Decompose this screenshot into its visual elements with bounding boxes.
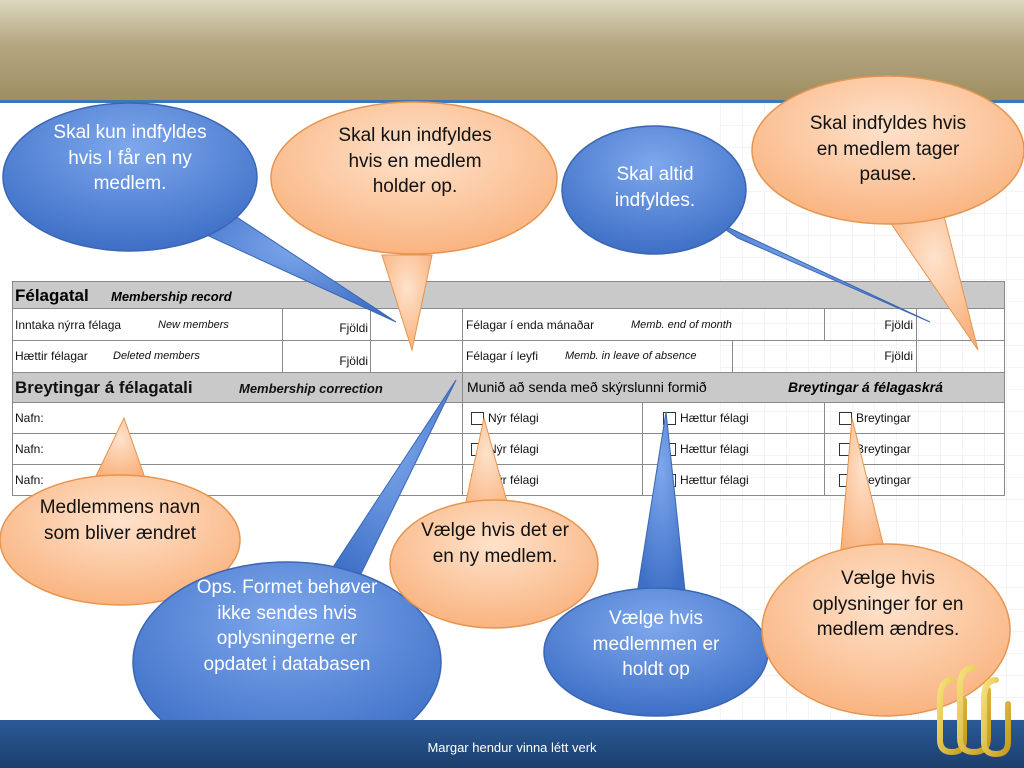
callout-choose-new — [389, 417, 599, 629]
stopped-member-option-label: Hættur félagi — [680, 442, 749, 456]
new-members-label-cell: Inntaka nýrra félaga New members — [13, 309, 283, 340]
row-deleted-members: Hættir félagar Deleted members Fjöldi Fé… — [12, 341, 1005, 373]
footer-text: Margar hendur vinna létt verk — [427, 740, 597, 755]
deleted-members-count-label-cell: Fjöldi — [283, 341, 371, 372]
callout-choose-changed-text: Vælge hvis oplysninger for en medlem ænd… — [812, 568, 964, 641]
new-members-italic: New members — [158, 319, 229, 331]
footer-band — [0, 720, 1024, 768]
leave-italic: Memb. in leave of absence — [565, 350, 697, 362]
name-field[interactable]: Nafn: — [13, 403, 463, 433]
callout-choose-new-text: Vælge hvis det er en ny medlem. — [421, 520, 569, 567]
callout-new-member — [2, 102, 397, 323]
callout-member-name-text: Medlemmens navn som bliver ændret — [39, 497, 201, 544]
deleted-members-count-field[interactable] — [371, 341, 463, 372]
callout-member-name — [0, 416, 241, 606]
changes-option-label: Breytingar — [856, 442, 911, 456]
stopped-member-option-label: Hættur félagi — [680, 411, 749, 425]
new-members-count-label: Fjöldi — [339, 321, 368, 335]
end-month-label: Félagar í enda mánaðar — [466, 318, 595, 332]
changes-option-label: Breytingar — [856, 411, 911, 425]
callout-member-pause-text: Skal indfyldes hvis en medlem tager paus… — [809, 113, 967, 186]
section2-note-form-name: Breytingar á félagaskrá — [788, 379, 943, 395]
deleted-members-italic: Deleted members — [113, 350, 200, 362]
section-membership-correction: Breytingar á félagatali Membership corre… — [12, 373, 1005, 403]
callout-new-member-text: Skal kun indfyldes hvis I får en ny medl… — [53, 122, 207, 195]
deleted-members-label: Hættir félagar — [15, 349, 88, 363]
callout-always-fill-text: Skal altid indfyldes. — [614, 164, 696, 211]
end-month-count-label: Fjöldi — [884, 318, 913, 332]
end-month-label-cell: Félagar í enda mánaðar Memb. end of mont… — [463, 309, 825, 340]
stopped-member-option-label: Hættur félagi — [680, 473, 749, 487]
name-field[interactable]: Nafn: — [13, 465, 463, 495]
changes-option[interactable]: Breytingar — [825, 434, 1004, 464]
end-month-italic: Memb. end of month — [631, 319, 732, 331]
section2-title-cell: Breytingar á félagatali Membership corre… — [13, 373, 463, 402]
new-member-option[interactable]: Nýr félagi — [463, 403, 643, 433]
section2-note: Munið að senda með skýrslunni formið — [467, 379, 707, 395]
leave-count-label: Fjöldi — [884, 349, 913, 363]
callout-member-stops-text: Skal kun indfyldes hvis en medlem holder… — [338, 125, 492, 198]
leave-label-cell: Félagar í leyfi Memb. in leave of absenc… — [463, 341, 733, 372]
section1-title: Félagatal — [15, 286, 89, 305]
new-member-option-label: Nýr félagi — [488, 411, 539, 425]
name-label: Nafn: — [15, 411, 44, 425]
changes-option[interactable]: Breytingar — [825, 403, 1004, 433]
name-label: Nafn: — [15, 473, 44, 487]
header-divider — [0, 100, 1024, 103]
membership-form: Félagatal Membership record Inntaka nýrr… — [12, 281, 1005, 496]
leave-label: Félagar í leyfi — [466, 349, 539, 363]
name-label: Nafn: — [15, 442, 44, 456]
new-member-option-label: Nýr félagi — [488, 442, 539, 456]
paperclip-icon — [937, 665, 1011, 758]
callout-ops-note-text: Ops. Formet behøver ikke sendes hvis opl… — [196, 577, 378, 675]
changes-option-label: Breytingar — [856, 473, 911, 487]
new-members-label: Inntaka nýrra félaga — [15, 318, 122, 332]
end-month-count-label-cell: Fjöldi — [825, 309, 917, 340]
callout-member-stops — [270, 101, 558, 352]
section2-title: Breytingar á félagatali — [15, 378, 193, 397]
row-new-members: Inntaka nýrra félaga New members Fjöldi … — [12, 309, 1005, 341]
deleted-members-count-label: Fjöldi — [339, 354, 368, 368]
callout-choose-stopped — [543, 411, 769, 717]
callout-member-pause — [751, 75, 1024, 351]
callout-always-fill — [561, 125, 931, 323]
name-row: Nafn: Nýr félagi Hættur félagi Breytinga… — [12, 403, 1005, 434]
callout-choose-stopped-text: Vælge hvis medlemmen er holdt op — [592, 608, 720, 681]
new-members-count-label-cell: Fjöldi — [283, 309, 371, 340]
callout-choose-changed — [761, 417, 1011, 717]
deleted-members-label-cell: Hættir félagar Deleted members — [13, 341, 283, 372]
name-field[interactable]: Nafn: — [13, 434, 463, 464]
section-membership-record: Félagatal Membership record — [12, 281, 1005, 309]
leave-count-label-cell: Fjöldi — [733, 341, 917, 372]
section2-subtitle: Membership correction — [239, 381, 383, 396]
section1-subtitle: Membership record — [111, 289, 232, 304]
new-members-count-field[interactable] — [371, 309, 463, 340]
